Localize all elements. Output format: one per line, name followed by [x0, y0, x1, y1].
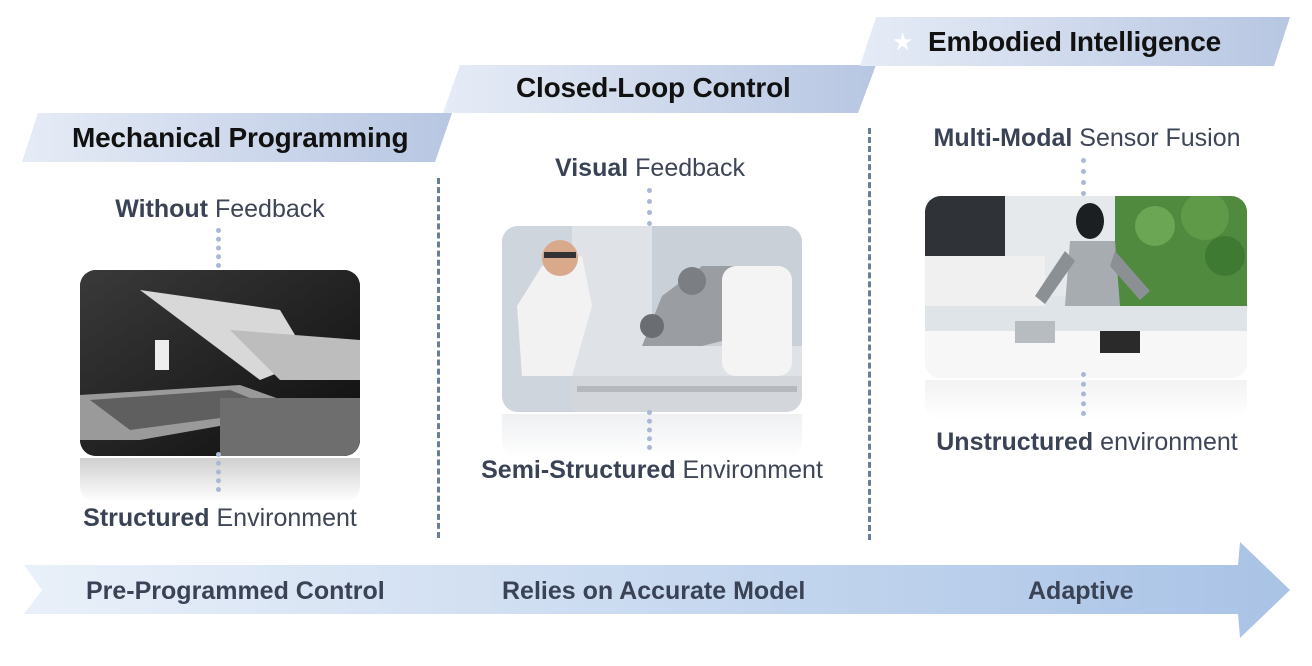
column-3-top-label: Multi-Modal Sensor Fusion [933, 124, 1241, 152]
column-2-top-connector [647, 188, 657, 226]
progress-arrow-shape [24, 542, 1290, 638]
stage-title-mechanical: Mechanical Programming [72, 122, 409, 153]
column-1-bottom-connector [216, 452, 226, 492]
stage-title-closed-loop: Closed-Loop Control [516, 72, 791, 103]
humanoid-robot-reflection [925, 380, 1247, 420]
banner-mechanical [22, 113, 452, 162]
banner-embodied [860, 17, 1290, 66]
column-1-top-connector [216, 228, 226, 268]
column-divider-2 [868, 128, 871, 540]
humanoid-robot-photo [925, 196, 1247, 378]
column-3-bottom-connector [1081, 372, 1091, 416]
column-divider-1 [437, 178, 440, 538]
collaborative-robot-photo [502, 226, 802, 412]
arrow-label-pre-programmed: Pre-Programmed Control [86, 577, 385, 605]
collaborative-robot-reflection [502, 414, 802, 458]
arrow-label-accurate-model: Relies on Accurate Model [502, 577, 806, 605]
column-2-bottom-label: Semi-Structured Environment [481, 456, 823, 484]
column-3-top-connector [1081, 158, 1091, 196]
column-1-top-label: Without Feedback [115, 195, 325, 223]
column-1-bottom-label: Structured Environment [83, 504, 357, 532]
stage-title-embodied: Embodied Intelligence [928, 26, 1221, 57]
column-2-top-label: Visual Feedback [555, 154, 745, 182]
industrial-robot-photo [80, 270, 360, 456]
banner-closed-loop [443, 65, 876, 113]
column-3-bottom-label: Unstructured environment [936, 428, 1238, 456]
arrow-label-adaptive: Adaptive [1028, 577, 1134, 605]
star-icon: ★ [892, 29, 914, 56]
column-2-bottom-connector [647, 410, 657, 450]
